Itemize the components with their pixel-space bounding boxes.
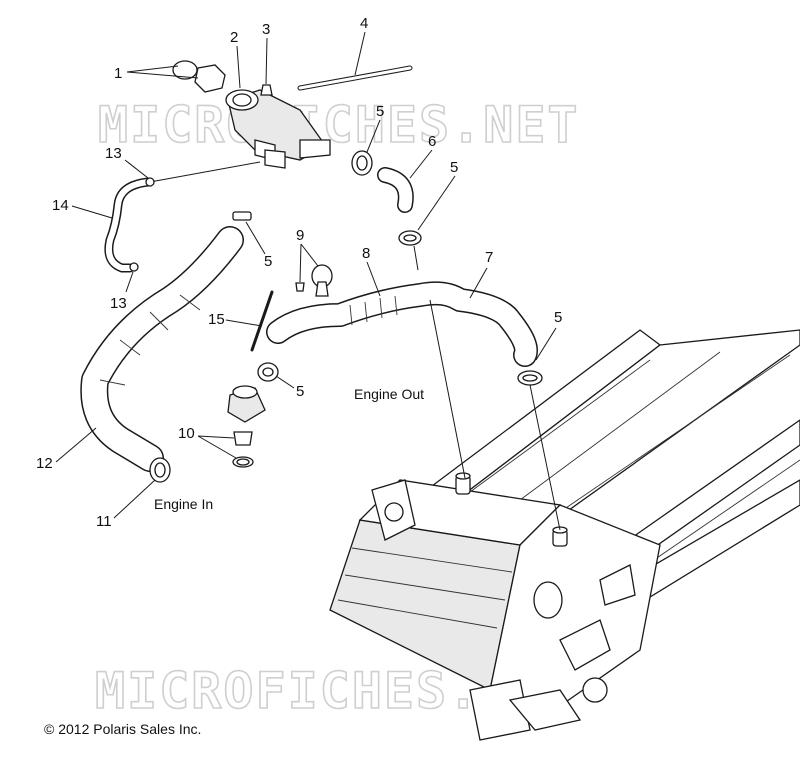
svg-text:13: 13 (105, 145, 122, 162)
clamp-5a (351, 150, 373, 176)
clamp-5b (398, 230, 422, 246)
callout-5e: 5 (275, 375, 304, 400)
clamp-5d (517, 370, 543, 386)
clip-13b (129, 262, 139, 272)
svg-text:5: 5 (264, 253, 272, 270)
callout-15: 15 (208, 311, 263, 328)
svg-text:14: 14 (52, 197, 69, 214)
clamp-5e (257, 362, 279, 382)
callout-8: 8 (362, 245, 381, 297)
clamp-11 (149, 457, 171, 483)
callout-2: 2 (230, 29, 241, 89)
caption-engine-out: Engine Out (354, 386, 424, 402)
callout-5b: 5 (417, 159, 458, 231)
svg-text:2: 2 (230, 29, 238, 46)
svg-text:11: 11 (96, 513, 112, 530)
callout-13b: 13 (110, 271, 134, 312)
svg-text:5: 5 (554, 309, 562, 326)
clamp-5c (232, 211, 252, 221)
svg-text:6: 6 (428, 133, 436, 150)
thermostat-assembly (227, 385, 266, 468)
callout-9: 9 (296, 227, 319, 283)
svg-text:3: 3 (262, 21, 270, 38)
callout-6: 6 (409, 133, 436, 179)
callout-14: 14 (52, 197, 113, 219)
callout-4: 4 (354, 15, 368, 76)
clamp-9 (295, 264, 333, 297)
clip-13a (145, 177, 155, 187)
svg-text:4: 4 (360, 15, 368, 32)
svg-text:5: 5 (296, 383, 304, 400)
svg-text:8: 8 (362, 245, 370, 262)
callout-12: 12 (36, 427, 97, 472)
watermark-top: MICROFICHES.NET (98, 96, 580, 154)
svg-text:12: 12 (36, 455, 53, 472)
svg-text:5: 5 (376, 103, 384, 120)
copyright-text: © 2012 Polaris Sales Inc. (44, 721, 201, 737)
callout-5c: 5 (245, 221, 272, 270)
callout-5a: 5 (366, 103, 384, 153)
callout-13a: 13 (105, 145, 149, 179)
rod-15 (250, 290, 274, 352)
caption-engine-in: Engine In (154, 496, 213, 512)
callout-10: 10 (178, 425, 237, 459)
coolant-housing (172, 60, 331, 169)
svg-text:5: 5 (450, 159, 458, 176)
svg-text:10: 10 (178, 425, 195, 442)
svg-text:15: 15 (208, 311, 225, 328)
callout-7: 7 (469, 249, 493, 299)
svg-text:1: 1 (114, 65, 122, 82)
callout-5d: 5 (535, 309, 562, 361)
callout-11: 11 (96, 479, 156, 530)
chassis-assembly (329, 329, 800, 741)
callout-3: 3 (262, 21, 270, 85)
callout-1: 1 (114, 65, 199, 82)
svg-text:13: 13 (110, 295, 127, 312)
svg-text:9: 9 (296, 227, 304, 244)
svg-text:7: 7 (485, 249, 493, 266)
